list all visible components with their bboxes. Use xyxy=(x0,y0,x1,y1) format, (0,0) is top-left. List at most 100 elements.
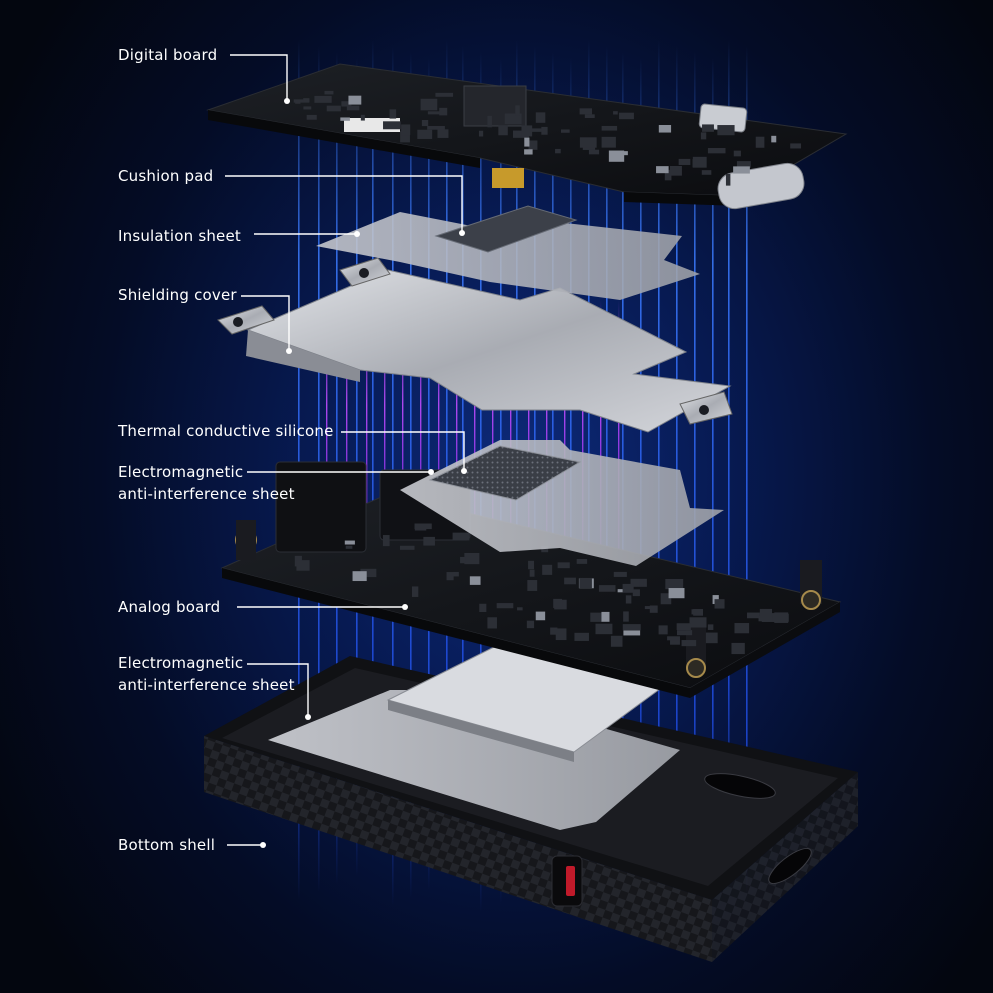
pcb-component xyxy=(437,129,449,138)
pcb-component xyxy=(755,136,765,148)
pcb-component xyxy=(579,108,593,115)
light-beam xyxy=(640,58,642,862)
pcb-component xyxy=(689,617,707,628)
light-beam xyxy=(366,300,368,600)
pcb-component xyxy=(324,90,334,95)
pcb-component xyxy=(630,578,647,587)
leader-dots xyxy=(260,98,467,848)
pcb-component xyxy=(528,140,538,150)
pcb-component xyxy=(670,638,680,645)
pcb-component xyxy=(326,105,341,112)
pcb-component xyxy=(542,564,553,575)
pcb-component xyxy=(731,642,745,655)
pcb-component xyxy=(667,636,680,641)
pcb-component xyxy=(747,612,760,619)
pcb-component xyxy=(668,588,685,599)
pcb-component xyxy=(676,630,693,636)
light-beam xyxy=(326,300,328,600)
insulation-sheet-part xyxy=(316,205,700,300)
light-beam xyxy=(420,300,422,600)
pcb-component xyxy=(771,135,777,143)
pcb-component xyxy=(707,148,726,154)
pcb-component xyxy=(613,111,618,115)
pcb-component xyxy=(622,583,634,593)
light-beam xyxy=(384,300,386,600)
pcb-component xyxy=(678,158,691,165)
label-analog-board: Analog board xyxy=(118,598,221,616)
pcb-component xyxy=(527,128,544,132)
pcb-component xyxy=(736,161,751,168)
pcb-component xyxy=(669,165,682,176)
pcb-component xyxy=(555,628,567,641)
pcb-component xyxy=(296,560,310,571)
pcb-component xyxy=(345,545,353,549)
pcb-component xyxy=(526,620,535,629)
pcb-component xyxy=(352,571,367,582)
pcb-component xyxy=(487,617,497,629)
pcb-component xyxy=(619,112,634,120)
pcb-component xyxy=(658,125,672,133)
pcb-component xyxy=(700,132,707,140)
pcb-component xyxy=(692,156,707,168)
pcb-component xyxy=(427,126,445,130)
pcb-component xyxy=(487,115,492,128)
pcb-component xyxy=(435,92,454,97)
pcb-component xyxy=(340,117,350,121)
pcb-component xyxy=(734,623,750,634)
pcb-component xyxy=(527,580,538,591)
pcb-component xyxy=(389,109,397,119)
pcb-component xyxy=(306,114,317,120)
pcb-component xyxy=(623,611,629,622)
pcb-component xyxy=(613,571,627,577)
pcb-component xyxy=(601,136,616,148)
pcb-component xyxy=(790,143,802,149)
pcb-component xyxy=(452,532,470,541)
light-beam xyxy=(446,40,448,858)
pcb-component xyxy=(714,599,725,609)
pcb-component xyxy=(579,137,597,148)
light-beam xyxy=(728,40,730,844)
pcb-component xyxy=(598,585,616,592)
pcb-component xyxy=(623,630,641,636)
pcb-component xyxy=(622,151,628,156)
pcb-component xyxy=(303,98,310,102)
label-shielding-cover: Shielding cover xyxy=(118,286,237,304)
light-beam xyxy=(372,40,374,844)
label-thermal-conductive-silicone: Thermal conductive silicone xyxy=(118,422,334,440)
pcb-component xyxy=(705,632,718,644)
pcb-component xyxy=(759,608,773,618)
pcb-component xyxy=(601,125,618,131)
pcb-component xyxy=(341,101,352,107)
pcb-component xyxy=(421,119,429,127)
pcb-component xyxy=(733,166,750,174)
light-beam xyxy=(600,300,602,600)
leader-lines xyxy=(225,54,465,846)
pcb-component xyxy=(535,112,546,123)
light-beam xyxy=(746,46,748,906)
pcb-component xyxy=(564,577,576,585)
pcb-component xyxy=(446,572,454,581)
pcb-component xyxy=(644,606,656,610)
pcb-component xyxy=(758,615,773,622)
pcb-component xyxy=(295,99,301,104)
pcb-component xyxy=(584,114,595,118)
light-beam xyxy=(438,300,440,600)
pcb-component xyxy=(348,95,362,105)
pcb-component xyxy=(590,612,602,622)
light-beam xyxy=(346,300,348,600)
light-beam xyxy=(712,58,714,876)
em-sheet-upper-part xyxy=(400,440,724,566)
pcb-component xyxy=(555,148,561,154)
pcb-component xyxy=(464,552,480,565)
pcb-component xyxy=(411,586,419,597)
pcb-component xyxy=(382,535,390,547)
pcb-component xyxy=(498,125,508,136)
pcb-component xyxy=(293,99,310,103)
pcb-component xyxy=(478,130,484,137)
pcb-component xyxy=(479,603,487,613)
pcb-component xyxy=(535,611,546,621)
light-beam xyxy=(676,46,678,892)
pcb-component xyxy=(515,105,520,116)
